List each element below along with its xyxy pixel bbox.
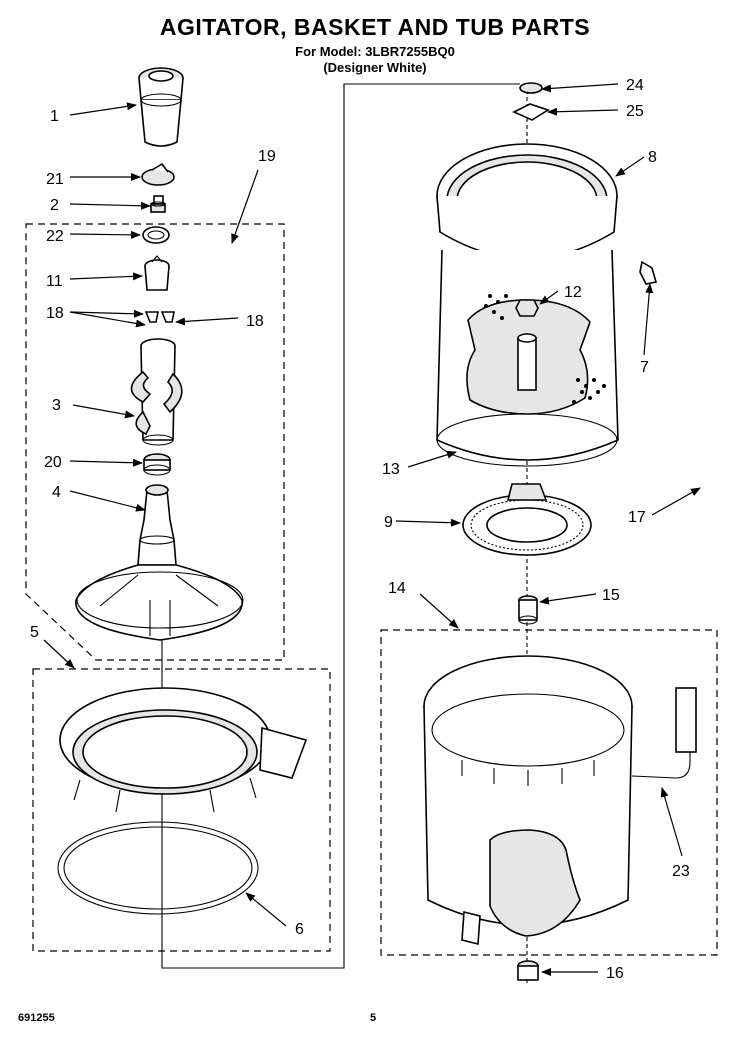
part-18-clips [144, 311, 175, 323]
part-20-bearing [143, 453, 171, 476]
part-1-dispenser-cup [138, 67, 184, 147]
part-13-basket [436, 249, 619, 467]
model-line: For Model: 3LBR7255BQ0 [295, 44, 455, 59]
callout-19: 19 [258, 148, 276, 165]
group-box-14 [380, 629, 718, 956]
part-24-nut [519, 82, 543, 94]
callout-14: 14 [388, 580, 406, 597]
callout-15: 15 [602, 587, 620, 604]
callout-1: 1 [50, 108, 59, 125]
part-21-cap [141, 162, 175, 186]
callout-6: 6 [295, 921, 304, 938]
callout-9: 9 [384, 514, 393, 531]
part-16-plug [517, 960, 539, 981]
callout-5: 5 [30, 624, 39, 641]
group-box-5 [32, 668, 331, 952]
part-22-ring [142, 226, 170, 244]
part-15-seal [518, 595, 538, 625]
diagram-title: AGITATOR, BASKET AND TUB PARTS [159, 14, 591, 40]
callout-22: 22 [46, 228, 64, 245]
callout-18-right: 18 [246, 313, 264, 330]
part-12-spanner-nut [515, 299, 539, 317]
callout-7: 7 [640, 359, 649, 376]
part-2-bolt [150, 195, 166, 213]
document-number: 691255 [18, 1012, 55, 1024]
callout-24: 24 [626, 77, 644, 94]
callout-2: 2 [50, 197, 59, 214]
part-3-auger [130, 338, 183, 446]
connector-line-left [161, 83, 520, 969]
callout-23: 23 [672, 863, 690, 880]
part-8-balance-ring [436, 143, 618, 260]
callout-3: 3 [52, 397, 61, 414]
part-25-clip [512, 103, 550, 121]
callout-20: 20 [44, 454, 62, 471]
callout-25: 25 [626, 103, 644, 120]
callout-12: 12 [564, 284, 582, 301]
callout-16: 16 [606, 965, 624, 982]
color-line: (Designer White) [323, 60, 427, 75]
part-4-agitator-base [75, 484, 244, 641]
callout-13: 13 [382, 461, 400, 478]
callout-17: 17 [628, 509, 646, 526]
part-14-tub [423, 655, 633, 946]
callout-11: 11 [46, 273, 63, 290]
callout-4: 4 [52, 484, 61, 501]
leader-lines [43, 83, 701, 976]
part-11-cam [144, 255, 170, 291]
part-5-tub-ring [59, 687, 308, 813]
part-23-hose-elbow [631, 687, 697, 779]
callout-18-left: 18 [46, 305, 64, 322]
callout-8: 8 [648, 149, 657, 166]
part-7-clip [639, 260, 658, 285]
callout-21: 21 [46, 171, 64, 188]
page-number: 5 [370, 1012, 377, 1024]
part-17-hose [683, 439, 706, 613]
part-9-hub-plate [462, 483, 592, 556]
part-6-snap-ring [57, 821, 259, 915]
